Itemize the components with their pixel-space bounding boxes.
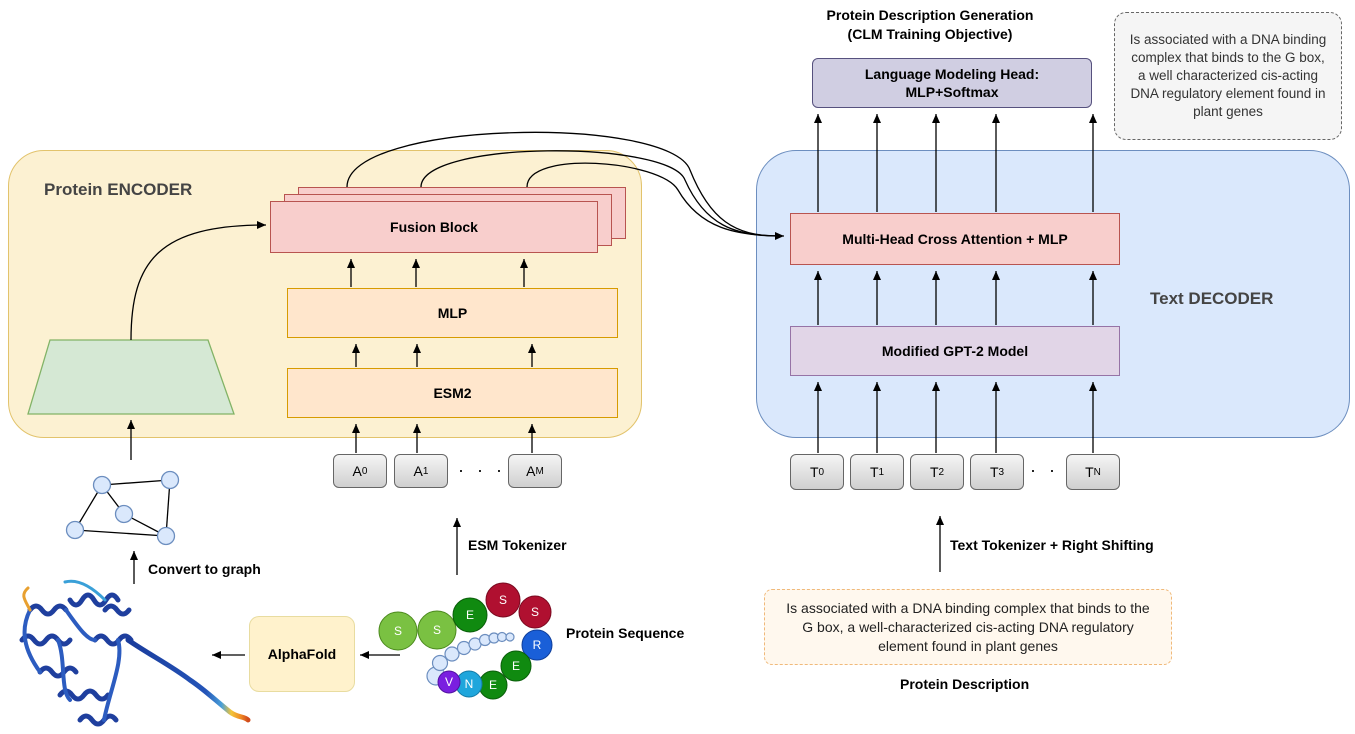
token-sub: N — [1093, 466, 1101, 478]
residue-e-3-text: E — [489, 678, 497, 692]
convert-to-graph-label: Convert to graph — [148, 561, 261, 577]
generation-title-line2: (CLM Training Objective) — [847, 26, 1013, 42]
lm-head-line1: Language Modeling Head: — [864, 66, 1040, 82]
generation-title: Protein Description Generation (CLM Trai… — [780, 6, 1080, 44]
generation-title-line1: Protein Description Generation — [826, 7, 1034, 23]
graph-icon — [65, 470, 180, 546]
token-base: A — [352, 463, 362, 479]
curve-fusion-to-cross-3 — [526, 162, 785, 240]
residue-s-4: S — [518, 595, 552, 629]
token-sub: 2 — [938, 466, 945, 478]
token-sub: 0 — [361, 465, 368, 477]
protein-token-ellipsis: · · · — [458, 460, 506, 480]
residue-e-2-text: E — [512, 659, 520, 673]
gpt2-label: Modified GPT-2 Model — [881, 343, 1029, 359]
encoder-title: Protein ENCODER — [44, 180, 193, 199]
token-base: A — [526, 463, 536, 479]
lm-head-line2: MLP+Softmax — [905, 84, 999, 100]
token-sub: M — [535, 465, 544, 477]
token-sub: 1 — [422, 465, 429, 477]
alphafold-label: AlphaFold — [267, 646, 337, 662]
text-token-ellipsis: · · · — [1030, 460, 1078, 480]
residue-e-2: E — [500, 650, 532, 682]
arrow-rgcn-to-fusion — [130, 221, 267, 341]
residue-r: R — [521, 629, 553, 661]
residue-e-3: E — [478, 670, 508, 700]
protein-sequence-label: Protein Sequence — [566, 625, 685, 641]
residue-s-3-text: S — [499, 593, 507, 607]
curve-fusion-to-cross-2 — [420, 150, 779, 237]
residue-e-1-text: E — [466, 608, 474, 622]
residue-r-text: R — [533, 638, 542, 652]
token-base: T — [1085, 464, 1094, 480]
cross-attention-label: Multi-Head Cross Attention + MLP — [842, 231, 1068, 247]
protein-description-box: Is associated with a DNA binding complex… — [764, 589, 1172, 665]
token-base: A — [413, 463, 423, 479]
residue-s-2: S — [417, 610, 457, 650]
residue-s-3: S — [485, 582, 521, 618]
token-base: T — [869, 464, 879, 480]
residue-v: V — [437, 670, 461, 694]
residue-v-text: V — [445, 675, 453, 689]
residue-s-1-text: S — [394, 624, 402, 638]
protein-description-caption: Protein Description — [900, 676, 1030, 692]
residue-e-1: E — [452, 597, 488, 633]
token-base: T — [989, 464, 999, 480]
mlp-label: MLP — [437, 305, 468, 321]
gpt2-block: Modified GPT-2 Model — [790, 326, 1120, 376]
generated-description-note: Is associated with a DNA binding complex… — [1114, 12, 1342, 140]
mlp-block: MLP — [287, 288, 618, 338]
residue-n-text: N — [465, 677, 474, 691]
token-sub: 3 — [998, 466, 1005, 478]
protein-sequence-chain: S S E S S R E E — [378, 582, 553, 700]
esm2-block: ESM2 — [287, 368, 618, 418]
rgcn-encoder-shape — [27, 339, 235, 415]
residue-s-2-text: S — [433, 623, 441, 637]
esm-tokenizer-label: ESM Tokenizer — [468, 537, 567, 553]
language-modeling-head: Language Modeling Head: MLP+Softmax — [812, 58, 1092, 108]
residue-s-4-text: S — [531, 605, 539, 619]
decoder-title: Text DECODER — [1150, 289, 1274, 308]
token-sub: 0 — [818, 466, 825, 478]
fusion-block-label: Fusion Block — [390, 219, 478, 235]
token-base: T — [809, 464, 819, 480]
text-tokenizer-label: Text Tokenizer + Right Shifting — [950, 537, 1154, 553]
cross-attention-block: Multi-Head Cross Attention + MLP — [790, 213, 1120, 265]
residue-s-1: S — [378, 611, 418, 651]
token-base: T — [929, 464, 939, 480]
esm2-label: ESM2 — [433, 385, 472, 401]
text-decoder-region — [756, 150, 1350, 438]
alphafold-box: AlphaFold — [249, 616, 355, 692]
curve-fusion-to-cross-1 — [346, 131, 779, 237]
fusion-block: Fusion Block — [270, 201, 598, 253]
protein-structure-image — [19, 579, 251, 727]
token-sub: 1 — [878, 466, 885, 478]
